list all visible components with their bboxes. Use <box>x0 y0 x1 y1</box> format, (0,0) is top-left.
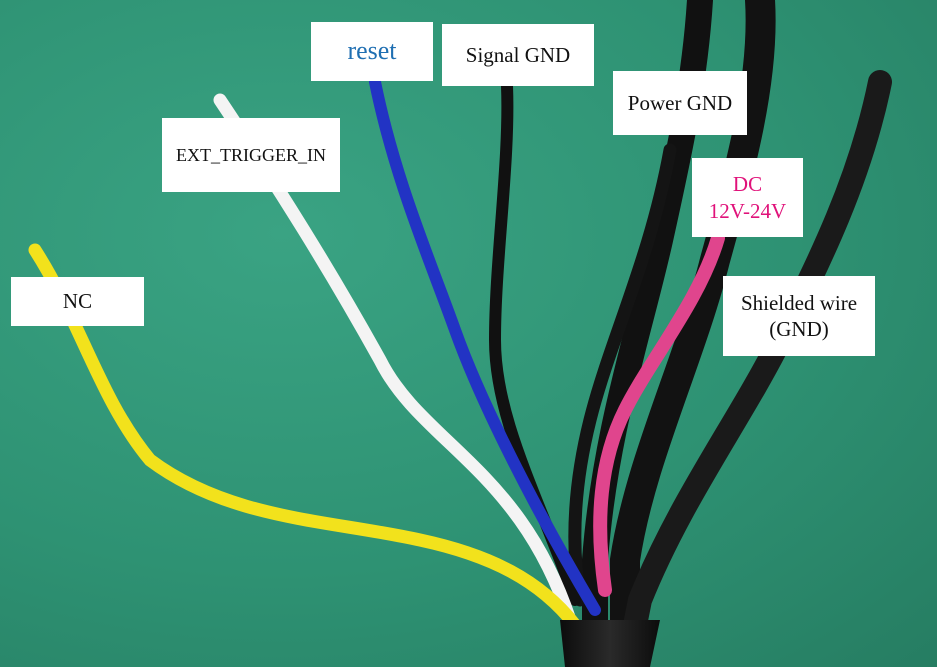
label-signal-gnd-text: Signal GND <box>465 42 571 67</box>
label-shielded-line2: (GND) <box>769 317 829 341</box>
reset-wire <box>369 76 601 616</box>
label-nc: NC <box>11 277 144 326</box>
power-gnd-wire <box>568 143 677 607</box>
label-dc-line1: DC <box>732 172 763 197</box>
label-dc-line2: 12V-24V <box>708 198 787 223</box>
label-nc-text: NC <box>62 289 93 314</box>
label-power-gnd: Power GND <box>613 71 747 135</box>
cable-sheath <box>560 620 660 667</box>
label-signal-gnd: Signal GND <box>442 24 594 86</box>
label-power-gnd-text: Power GND <box>627 90 733 115</box>
ext-trigger-wire <box>213 93 577 627</box>
nc-wire <box>28 243 582 632</box>
label-shielded-wire: Shielded wire (GND) <box>723 276 875 356</box>
dc-wire <box>593 231 725 597</box>
label-dc-power: DC 12V-24V <box>692 158 803 237</box>
label-shielded-line1: Shielded wire <box>740 290 858 315</box>
label-ext-trigger-in-text: EXT_TRIGGER_IN <box>176 144 326 165</box>
label-ext-trigger-in: EXT_TRIGGER_IN <box>162 118 340 192</box>
signal-gnd-wire <box>488 80 581 606</box>
label-reset-text: reset <box>347 36 397 66</box>
label-reset: reset <box>311 22 433 81</box>
